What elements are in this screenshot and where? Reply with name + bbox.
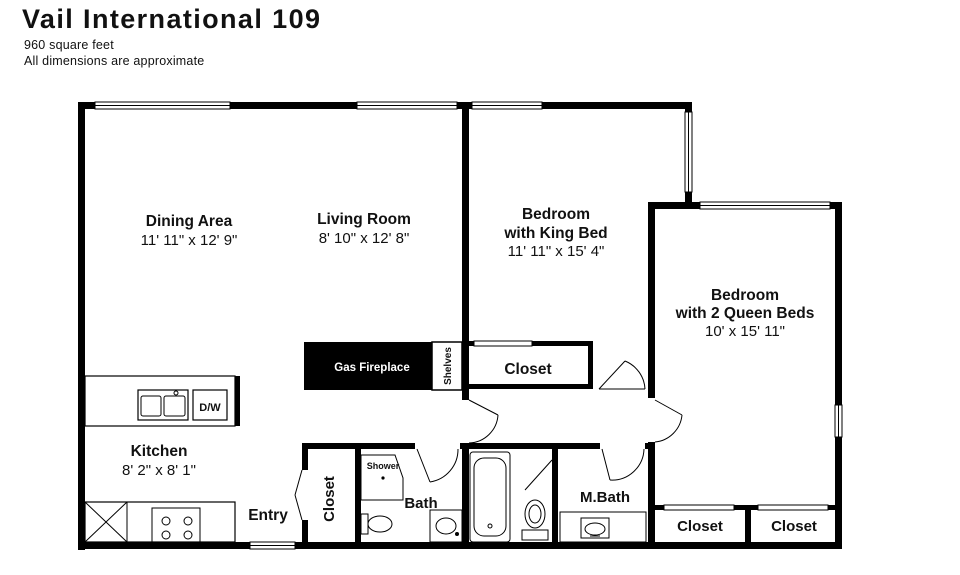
doors — [294, 360, 683, 521]
bathtub-icon — [469, 451, 511, 543]
living-room-dims: 8' 10" x 12' 8" — [319, 230, 410, 247]
closet-entry-label: Closet — [321, 476, 338, 522]
sink-icon — [137, 389, 189, 421]
dishwasher-label: D/W — [199, 402, 221, 414]
kitchen-counter: D/W — [84, 375, 236, 427]
stove-icon — [151, 507, 201, 543]
plan-area: 960 square feet — [24, 38, 114, 52]
shelves — [431, 341, 463, 391]
dishwasher-icon — [192, 389, 228, 421]
closet-queen-1-label: Closet — [677, 518, 723, 535]
plan-note: All dimensions are approximate — [24, 54, 205, 68]
shower-label: Shower — [367, 461, 400, 471]
toilet-icon — [360, 513, 369, 535]
bath-fixtures: Shower — [360, 451, 647, 543]
closet-queen-2-label: Closet — [771, 518, 817, 535]
windows — [94, 101, 843, 550]
mbath-toilet-icon — [521, 529, 549, 541]
plan-title: Vail International 109 — [22, 4, 322, 34]
bedroom-queen-name-1: Bedroom — [711, 287, 779, 304]
bath-sink-icon — [429, 509, 463, 543]
bedroom-king-dims: 11' 11" x 15' 4" — [508, 243, 605, 260]
kitchen-bottom-counter — [84, 501, 236, 543]
mbath-vanity-icon — [559, 511, 647, 543]
kitchen-name: Kitchen — [131, 443, 188, 460]
mbath-name: M.Bath — [580, 489, 630, 506]
shower-icon — [360, 454, 404, 501]
bedroom-king-name-1: Bedroom — [522, 206, 590, 223]
bedroom-queen-dims: 10' x 15' 11" — [705, 323, 785, 340]
dining-area-dims: 11' 11" x 12' 9" — [141, 232, 238, 249]
living-room-name: Living Room — [317, 211, 411, 228]
kitchen-dims: 8' 2" x 8' 1" — [122, 462, 196, 479]
fireplace-label: Gas Fireplace — [334, 362, 409, 374]
dining-area-name: Dining Area — [146, 213, 233, 230]
closet-king-label: Closet — [504, 361, 551, 378]
entry-name: Entry — [248, 507, 288, 524]
bedroom-queen-name-2: with 2 Queen Beds — [675, 305, 815, 322]
gas-fireplace — [304, 342, 432, 390]
bedroom-king-name-2: with King Bed — [503, 225, 607, 242]
shelves-label: Shelves — [443, 347, 454, 385]
bath-name: Bath — [404, 495, 437, 512]
